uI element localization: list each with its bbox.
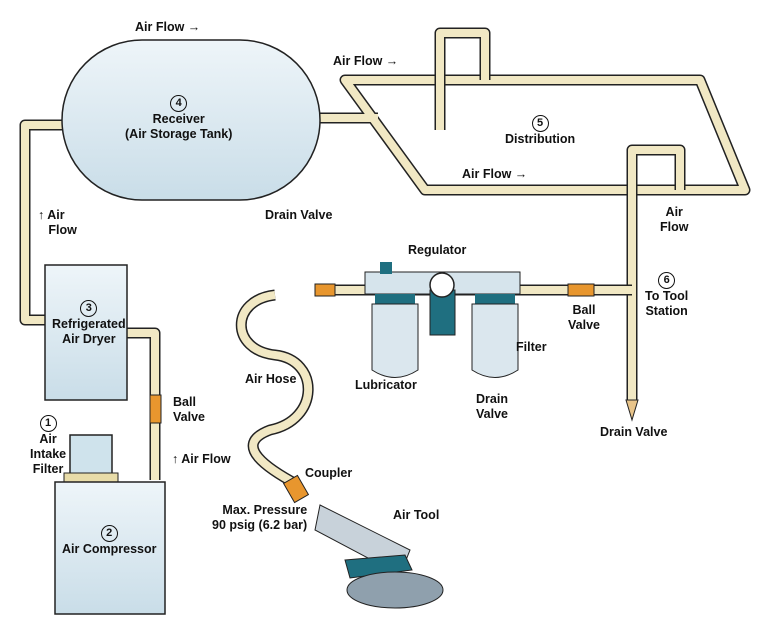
drain-valve-tank-label: Drain Valve: [265, 208, 333, 222]
receiver-title: Receiver: [152, 112, 205, 126]
air-text: Air: [47, 208, 65, 222]
receiver-subtitle: (Air Storage Tank): [125, 127, 233, 141]
coupler: [282, 474, 310, 504]
air-tool-label: Air Tool: [393, 508, 440, 522]
flow-text: Flow: [48, 223, 77, 237]
station-title-2: Station: [645, 304, 688, 318]
air-flow-label: Air Flow →: [333, 54, 399, 68]
pressure-gauge: [429, 272, 455, 298]
max-pressure-value: 90 psig (6.2 bar): [212, 518, 308, 532]
air-tool: [314, 504, 444, 609]
step-number: 4: [170, 95, 188, 112]
step-number: 5: [531, 115, 549, 132]
drain-text: Drain: [476, 392, 508, 406]
air-flow-label: Air Flow →: [135, 20, 201, 34]
coupler-label: Coupler: [305, 466, 353, 480]
frl-unit: [364, 262, 521, 378]
intake-text: Air: [39, 432, 57, 446]
distribution-title: Distribution: [505, 132, 576, 146]
intake-filter: [69, 434, 113, 478]
flow-text: Flow: [660, 220, 689, 234]
receiver-tank: [61, 39, 321, 201]
ball-valve-right: [567, 283, 595, 297]
regulator-label: Regulator: [408, 243, 467, 257]
drain-valve-right-label: Drain Valve: [600, 425, 668, 439]
intake-text-3: Filter: [32, 462, 64, 476]
step-number: 6: [658, 272, 676, 289]
air-dryer: [44, 264, 128, 401]
max-pressure-text: Max. Pressure: [222, 503, 308, 517]
filter-label: Filter: [516, 340, 547, 354]
air-flow-label: ↑ Air Flow: [172, 452, 231, 466]
drain-valve-right: [625, 399, 639, 422]
valve-text: Valve: [476, 407, 508, 421]
ball-valve-left: [149, 394, 162, 424]
air-flow-text: Air Flow: [181, 452, 231, 466]
ball-text: Ball: [572, 303, 596, 317]
ball-text: Ball: [173, 395, 196, 409]
air-flow-label: Air Flow →: [462, 167, 528, 181]
station-title: To Tool: [645, 289, 689, 303]
air-compressor: [54, 481, 166, 615]
valve-text: Valve: [568, 318, 600, 332]
intake-text-2: Intake: [30, 447, 67, 461]
step-number: 2: [100, 525, 118, 542]
step-number: 1: [39, 415, 57, 432]
lubricator-label: Lubricator: [355, 378, 417, 392]
dryer-title: Refrigerated: [52, 317, 126, 331]
valve-text: Valve: [173, 410, 205, 424]
step-number: 3: [80, 300, 98, 317]
dryer-title-2: Air Dryer: [62, 332, 116, 346]
air-text: Air: [665, 205, 683, 219]
air-hose-label: Air Hose: [245, 372, 297, 386]
air-flow-label: ↑ Air Flow: [38, 208, 77, 237]
compressor-title: Air Compressor: [62, 542, 157, 556]
